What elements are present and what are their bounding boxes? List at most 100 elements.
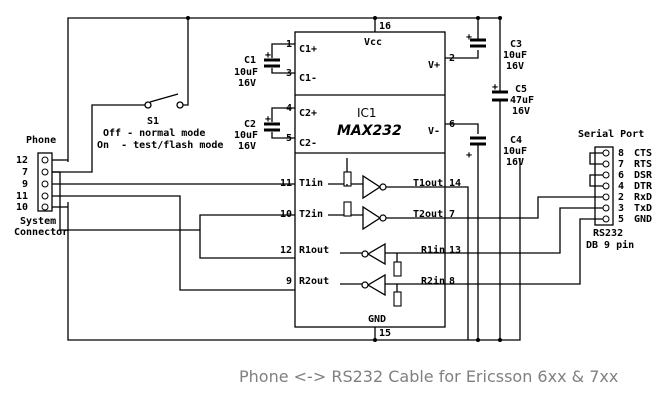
ic-vcc-label: Vcc: [364, 37, 382, 48]
switch-wire: [183, 18, 189, 106]
phone-pin-9: 9: [22, 179, 28, 190]
t2-inverter-bubble: [379, 214, 387, 222]
serial-pin-circle: [602, 182, 610, 190]
serial-pin-num: 8: [618, 148, 624, 159]
serial-footer1: RS232: [593, 228, 623, 239]
vcc-rail: [67, 17, 500, 162]
serial-pin-num: 4: [618, 181, 624, 192]
pin-label-vminus: V-: [428, 126, 440, 137]
c3-voltage: 16V: [506, 61, 524, 72]
switch-wire: [52, 104, 145, 173]
phone-pin-12: 12: [16, 155, 28, 166]
c5-polarity: +: [492, 82, 498, 93]
serial-pin-name: DSR: [634, 170, 653, 181]
pin-num-vcc: 16: [379, 21, 391, 32]
phone-pin-circle: [41, 168, 49, 176]
phone-wire-r2out: [52, 195, 295, 291]
serial-pin-circle: [602, 204, 610, 212]
pin-label-vplus: V+: [428, 60, 440, 71]
switch-lever: [149, 93, 179, 103]
serial-pin-name: RxD: [634, 192, 652, 203]
ic-name: MAX232: [337, 123, 402, 139]
pin-label-t1in: T1in: [299, 177, 323, 189]
r2-pulldown: [393, 291, 402, 307]
c4-label: C4 10uF 16V: [503, 135, 527, 168]
phone-pin-circle: [41, 203, 49, 211]
c1-name: C1: [244, 55, 256, 66]
pin-label-c1m: C1-: [299, 73, 317, 84]
pin-label-t1out: T1out: [413, 178, 443, 189]
diagram-caption: Phone <-> RS232 Cable for Ericsson 6xx &…: [239, 367, 618, 386]
serial-pin-circle: [602, 215, 610, 223]
serial-pin-name: RTS: [634, 159, 652, 170]
serial-pin-num: 5: [618, 214, 624, 225]
ic-ref: IC1: [357, 106, 377, 120]
c2-voltage: 16V: [238, 141, 256, 152]
r1-inverter-bubble: [361, 250, 369, 258]
ic-body: [294, 31, 446, 328]
pin-num-t1out: 14: [449, 178, 461, 189]
pin-num-r1out: 12: [280, 245, 292, 256]
phone-pin-7: 7: [22, 167, 28, 178]
c2-wire: [271, 107, 295, 122]
junction-dot: [373, 16, 377, 20]
r2-receiver: [366, 273, 386, 297]
pin-num-r2out: 9: [286, 276, 292, 287]
c1-voltage: 16V: [238, 78, 256, 89]
pin-num-r2in: 8: [449, 276, 455, 287]
phone-title: Phone: [26, 135, 56, 146]
c4-value: 10uF: [503, 146, 527, 157]
c2-label: C2 10uF 16V: [234, 119, 258, 152]
serial-pin-name: CTS: [634, 148, 652, 159]
c3-polarity: +: [466, 32, 472, 43]
pin-label-c1p: C1+: [299, 44, 317, 55]
junction-dot: [498, 16, 502, 20]
c1-wire: [271, 43, 295, 58]
serial-pin-name: TxD: [634, 203, 652, 214]
serial-pin-circle: [602, 160, 610, 168]
c1-label: C1 10uF 16V: [234, 55, 258, 89]
switch-contact: [144, 101, 152, 109]
serial-pin-num: 6: [618, 170, 624, 181]
pin-num-gnd: 15: [379, 328, 391, 339]
t2in-wire: [199, 214, 270, 230]
pin-label-c2m: C2-: [299, 138, 317, 149]
r2-inverter-bubble: [361, 281, 369, 289]
pin-num-t2out: 7: [449, 209, 455, 220]
c2-wire: [271, 132, 295, 139]
serial-pin-num: 7: [618, 159, 624, 170]
serial-pin-name: GND: [634, 214, 652, 225]
c5-label: C5 47uF 16V: [510, 84, 534, 117]
pin-label-r2out: R2out: [299, 276, 329, 287]
c3-name: C3: [510, 39, 522, 50]
c4-name: C4: [510, 135, 522, 146]
c4-voltage: 16V: [506, 157, 524, 168]
dsr-dtr-loopback: [589, 174, 603, 187]
c1-value: 10uF: [234, 67, 258, 78]
phone-connector: [37, 152, 53, 212]
c4-polarity: +: [466, 150, 472, 161]
phone-pin-circle: [41, 192, 49, 200]
c3-label: C3 10uF 16V: [503, 39, 527, 72]
c1-wire: [271, 68, 295, 74]
pin-label-t2out: T2out: [413, 209, 443, 220]
gnd-rail: [67, 158, 521, 341]
serial-pin-num: 3: [618, 203, 624, 214]
junction-dot: [476, 338, 480, 342]
c3-wire: [445, 50, 479, 59]
r1-pulldown: [393, 261, 402, 277]
serial-pin-circle: [602, 171, 610, 179]
c4-wire: [445, 123, 479, 134]
c5-value: 47uF: [510, 95, 534, 106]
switch-name: S1: [147, 116, 159, 127]
c3-value: 10uF: [503, 50, 527, 61]
phone-footer2: Connector: [14, 227, 68, 238]
pin-num-r1in: 13: [449, 245, 461, 256]
serial-pin-num: 2: [618, 192, 624, 203]
junction-dot: [186, 16, 190, 20]
phone-pin-circle: [41, 180, 49, 188]
phone-footer1: System: [20, 216, 56, 227]
c5-name: C5: [515, 84, 527, 95]
phone-pin-circle: [41, 156, 49, 164]
